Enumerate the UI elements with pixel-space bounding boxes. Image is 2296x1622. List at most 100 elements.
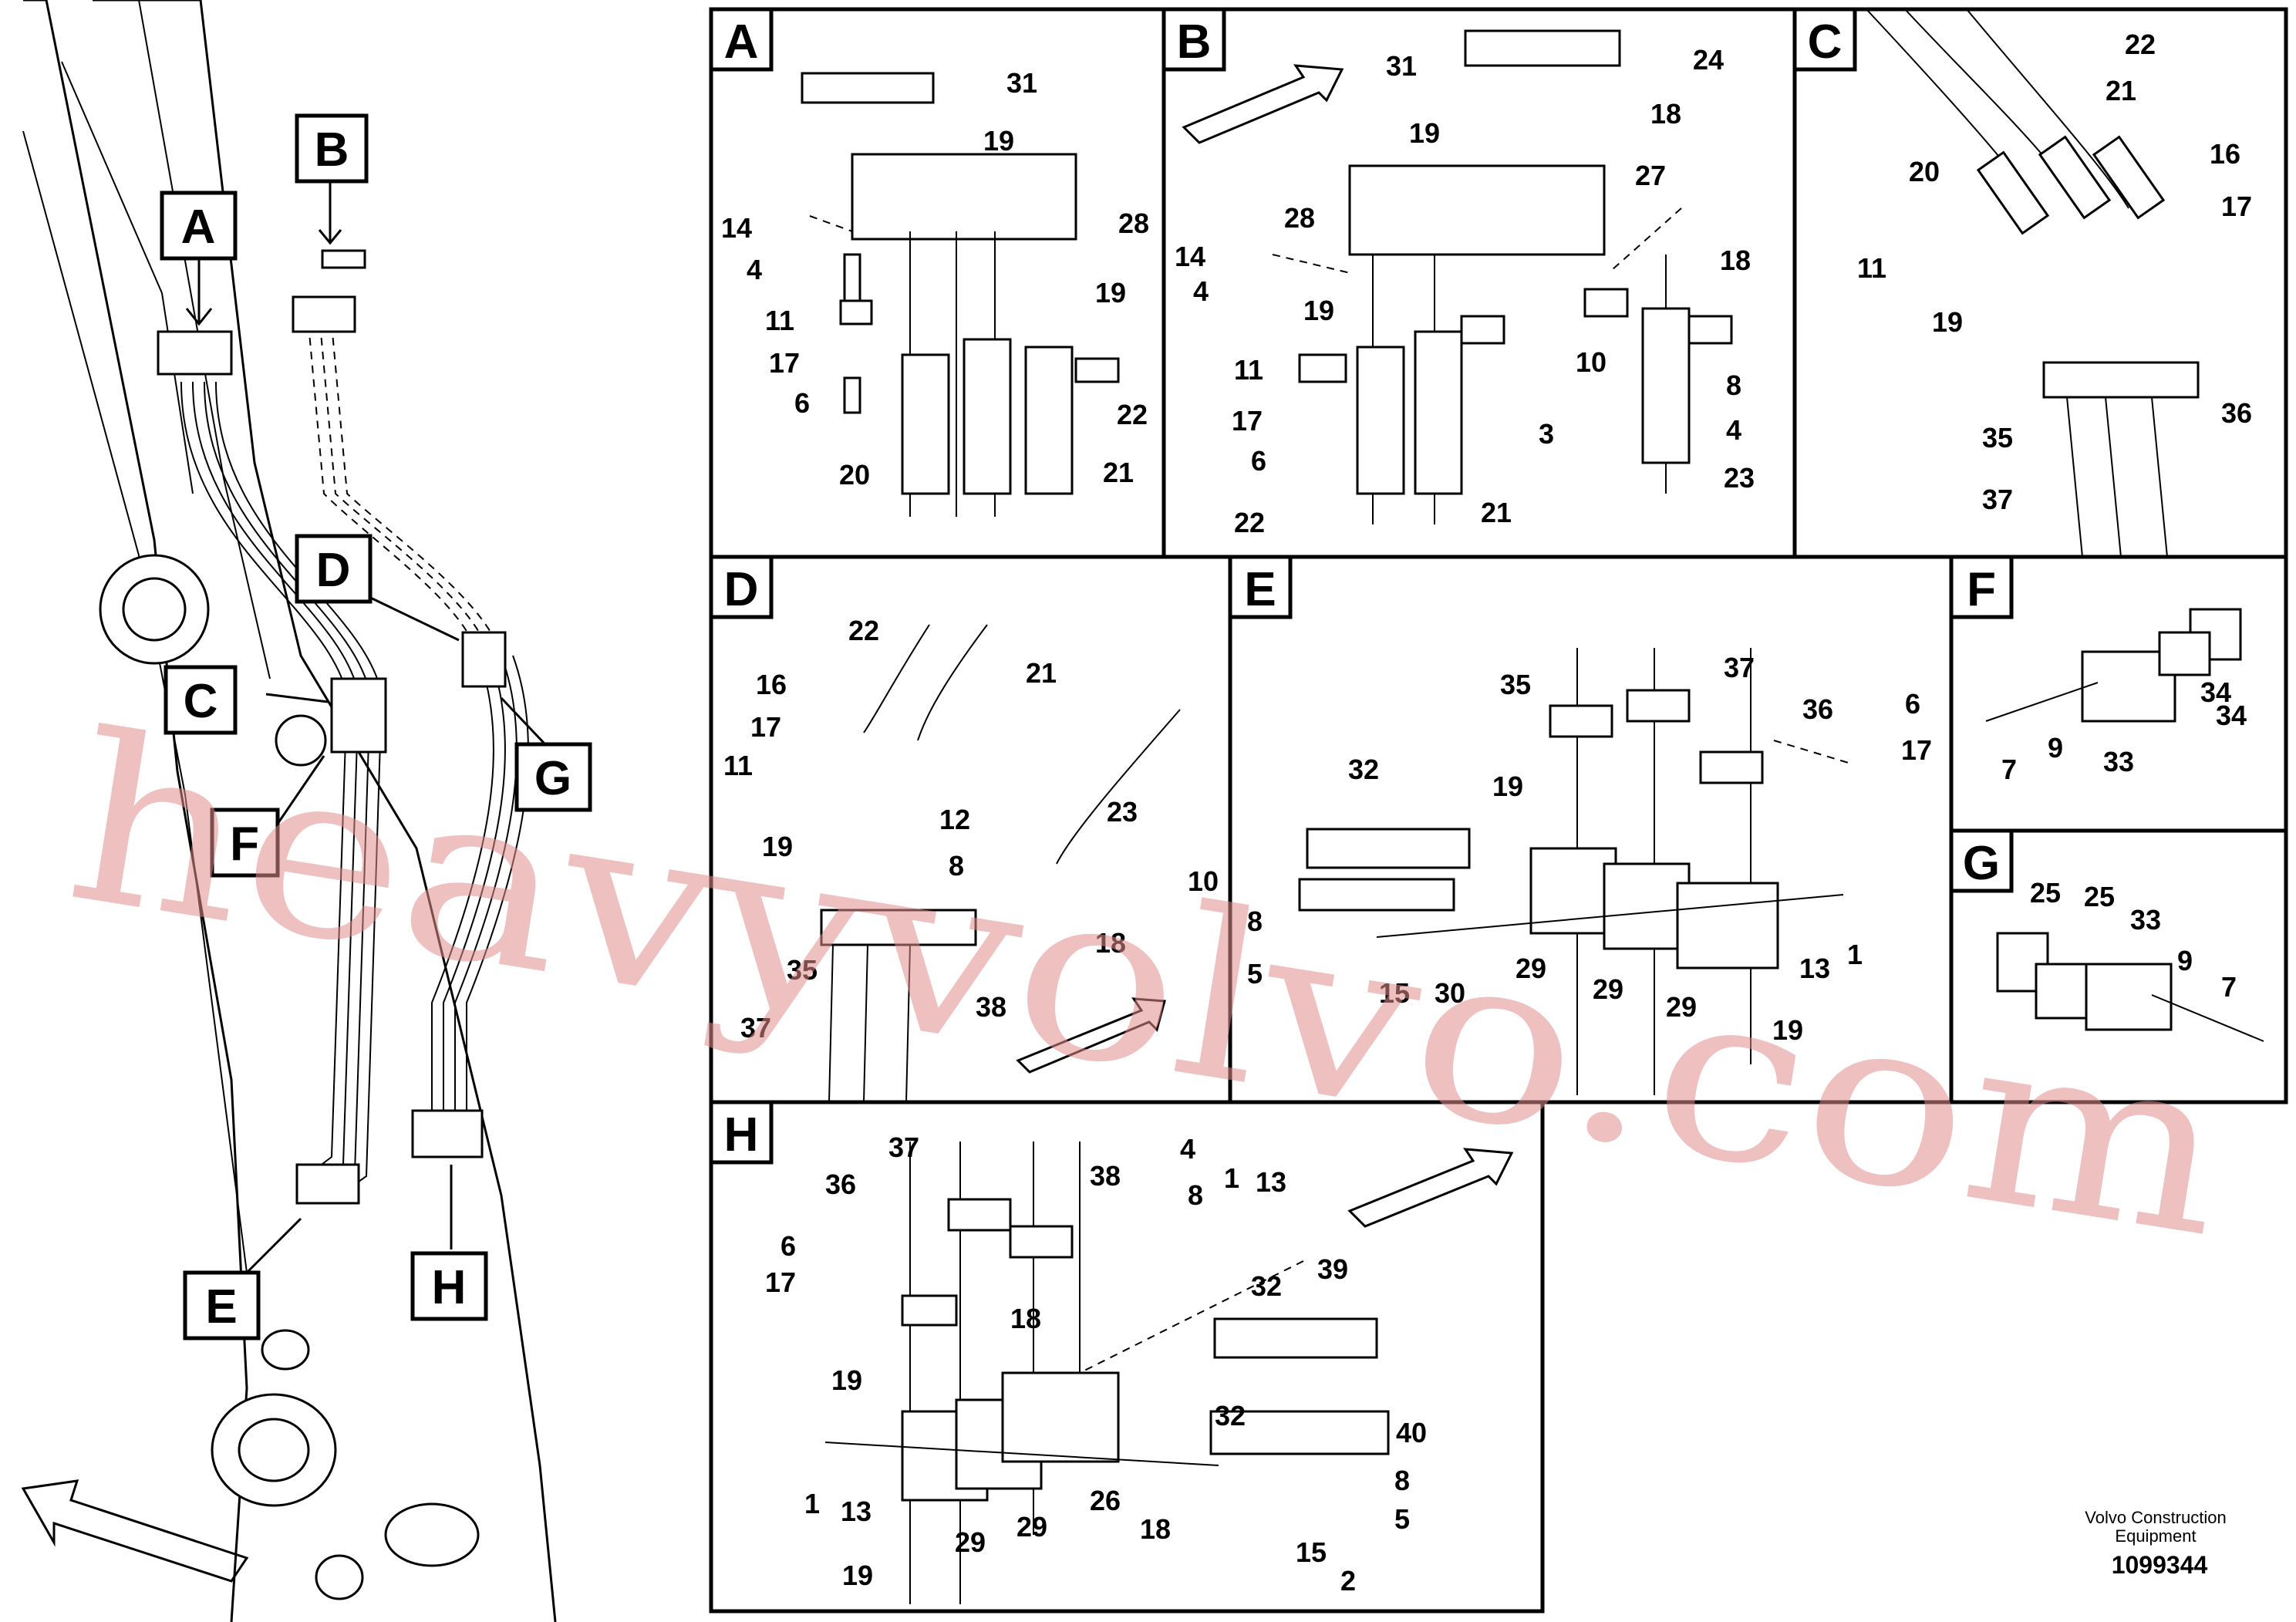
part-number-callout: 21	[2106, 75, 2136, 106]
document-id: 1099344	[2112, 1551, 2208, 1579]
panel-h: H 37 4 38 36 8 1 13 6 17 18 39 32 19 32 …	[709, 1100, 1545, 1614]
part-number-callout: 19	[1409, 117, 1440, 149]
detail-label: H	[432, 1261, 467, 1314]
part-number-callout: 4	[1193, 275, 1209, 307]
panel-c: C 22 21 16 20 17 11 19 36 35 37	[1792, 7, 2288, 559]
detail-label: C	[1808, 15, 1843, 69]
panel-d: D 22 21 16 17 11 23 12 19 8 10 18 35 37 …	[709, 555, 1232, 1104]
part-number-callout: 6	[1251, 445, 1266, 477]
part-number-callout: 29	[1593, 973, 1623, 1005]
part-number-callout: 25	[2084, 881, 2115, 912]
part-number-callout: 32	[1215, 1400, 1246, 1431]
part-number-callout: 23	[1724, 462, 1755, 494]
part-number-callout: 20	[839, 459, 870, 491]
part-number-callout: 17	[1232, 405, 1263, 437]
part-number-callout: 6	[794, 387, 810, 419]
part-number-callout: 35	[1500, 669, 1531, 700]
cluster-e	[295, 1163, 360, 1205]
cluster-h	[411, 1109, 484, 1158]
panel-a: A 31 19 28 14 4 19 11 17 6 22 20 21	[709, 7, 1166, 559]
part-number-callout: 22	[848, 615, 879, 646]
part-number-callout: 27	[1635, 160, 1666, 191]
part-number-callout: 13	[1799, 953, 1830, 984]
part-number-callout: 13	[1256, 1166, 1286, 1198]
part-number-callout: 11	[1857, 252, 1886, 284]
part-number-callout: 37	[888, 1131, 919, 1163]
footer-maker-2: Equipment	[2115, 1526, 2196, 1546]
part-number-callout: 18	[1095, 927, 1126, 959]
part-number-callout: 7	[2221, 971, 2237, 1003]
part-number-callout: 35	[1982, 422, 2013, 454]
cluster-c	[330, 677, 387, 754]
panel-d-arrow	[1016, 997, 1166, 1074]
part-number-callout: 1	[1224, 1162, 1239, 1194]
detail-label: C	[184, 675, 218, 728]
part-number-callout: 36	[2221, 397, 2252, 429]
part-number-callout: 19	[1303, 295, 1334, 326]
part-number-callout: 1	[804, 1488, 820, 1519]
detail-label: F	[1967, 563, 1996, 616]
panel-b: B 31 24 19 18 27 28 14 4 19 18 10 11 8 1…	[1161, 7, 1797, 559]
part-number-callout: 19	[1932, 306, 1963, 338]
part-number-callout: 17	[1901, 734, 1932, 766]
detail-label: B	[1177, 15, 1212, 69]
part-number-callout: 19	[1492, 771, 1523, 802]
overview-label-h: H	[410, 1251, 488, 1321]
part-number-callout: 19	[831, 1364, 862, 1396]
cluster-b-clamp	[321, 249, 366, 269]
part-number-callout: 17	[750, 711, 781, 743]
part-number-callout: 28	[1118, 207, 1149, 239]
part-number-callout: 17	[765, 1266, 796, 1298]
part-number-callout: 29	[1017, 1511, 1047, 1543]
detail-label: A	[724, 15, 759, 69]
part-number-callout: 25	[2030, 877, 2061, 909]
part-number-callout: 7	[2001, 754, 2017, 785]
part-number-callout: 14	[721, 212, 752, 244]
part-number-callout: 4	[1726, 414, 1741, 446]
part-number-callout: 19	[1095, 277, 1126, 309]
part-number-callout: 22	[1117, 399, 1148, 430]
cluster-a	[157, 330, 233, 376]
part-number-callout: 3	[1539, 418, 1554, 450]
part-number-callout: 18	[1650, 98, 1681, 130]
detail-label: E	[1244, 563, 1276, 616]
overview-label-c: C	[164, 665, 238, 735]
part-number-callout: 8	[1188, 1179, 1203, 1211]
part-number-callout: 34	[2200, 676, 2231, 708]
part-number-callout: 34	[2216, 700, 2247, 731]
part-number-callout: 13	[841, 1496, 872, 1527]
part-number-callout: 29	[1515, 953, 1546, 984]
detail-label: H	[724, 1108, 759, 1162]
part-number-callout: 16	[2210, 138, 2240, 170]
part-number-callout: 4	[1180, 1133, 1195, 1165]
overview-label-f: F	[210, 808, 280, 878]
part-number-callout: 30	[1435, 977, 1465, 1009]
part-number-callout: 19	[1772, 1014, 1803, 1046]
part-number-callout: 33	[2130, 904, 2161, 936]
panel-g: G 25 25 33 9 7	[1949, 828, 2288, 1104]
part-number-callout: 31	[1386, 50, 1417, 82]
overview-arrow	[21, 1479, 249, 1583]
part-number-callout: 5	[1247, 958, 1263, 990]
part-number-callout: 18	[1720, 244, 1751, 276]
part-number-callout: 18	[1010, 1303, 1041, 1334]
part-number-callout: 39	[1317, 1253, 1348, 1285]
part-number-callout: 10	[1576, 346, 1607, 378]
part-number-callout: 36	[825, 1168, 856, 1200]
part-number-callout: 11	[765, 305, 794, 336]
part-number-callout: 19	[762, 831, 793, 862]
part-number-callout: 4	[747, 254, 762, 285]
part-number-callout: 11	[1234, 354, 1263, 386]
detail-label: B	[315, 123, 349, 177]
detail-label: G	[534, 752, 571, 805]
part-number-callout: 31	[1006, 67, 1037, 99]
part-number-callout: 9	[2177, 945, 2193, 976]
part-number-callout: 40	[1396, 1417, 1427, 1448]
detail-label: D	[316, 544, 351, 597]
cluster-d	[461, 631, 507, 688]
part-number-callout: 21	[1026, 657, 1057, 689]
panel-h-arrow	[1347, 1148, 1514, 1228]
detail-label: A	[181, 201, 216, 254]
part-number-callout: 17	[2221, 191, 2252, 222]
part-number-callout: 15	[1296, 1536, 1327, 1568]
